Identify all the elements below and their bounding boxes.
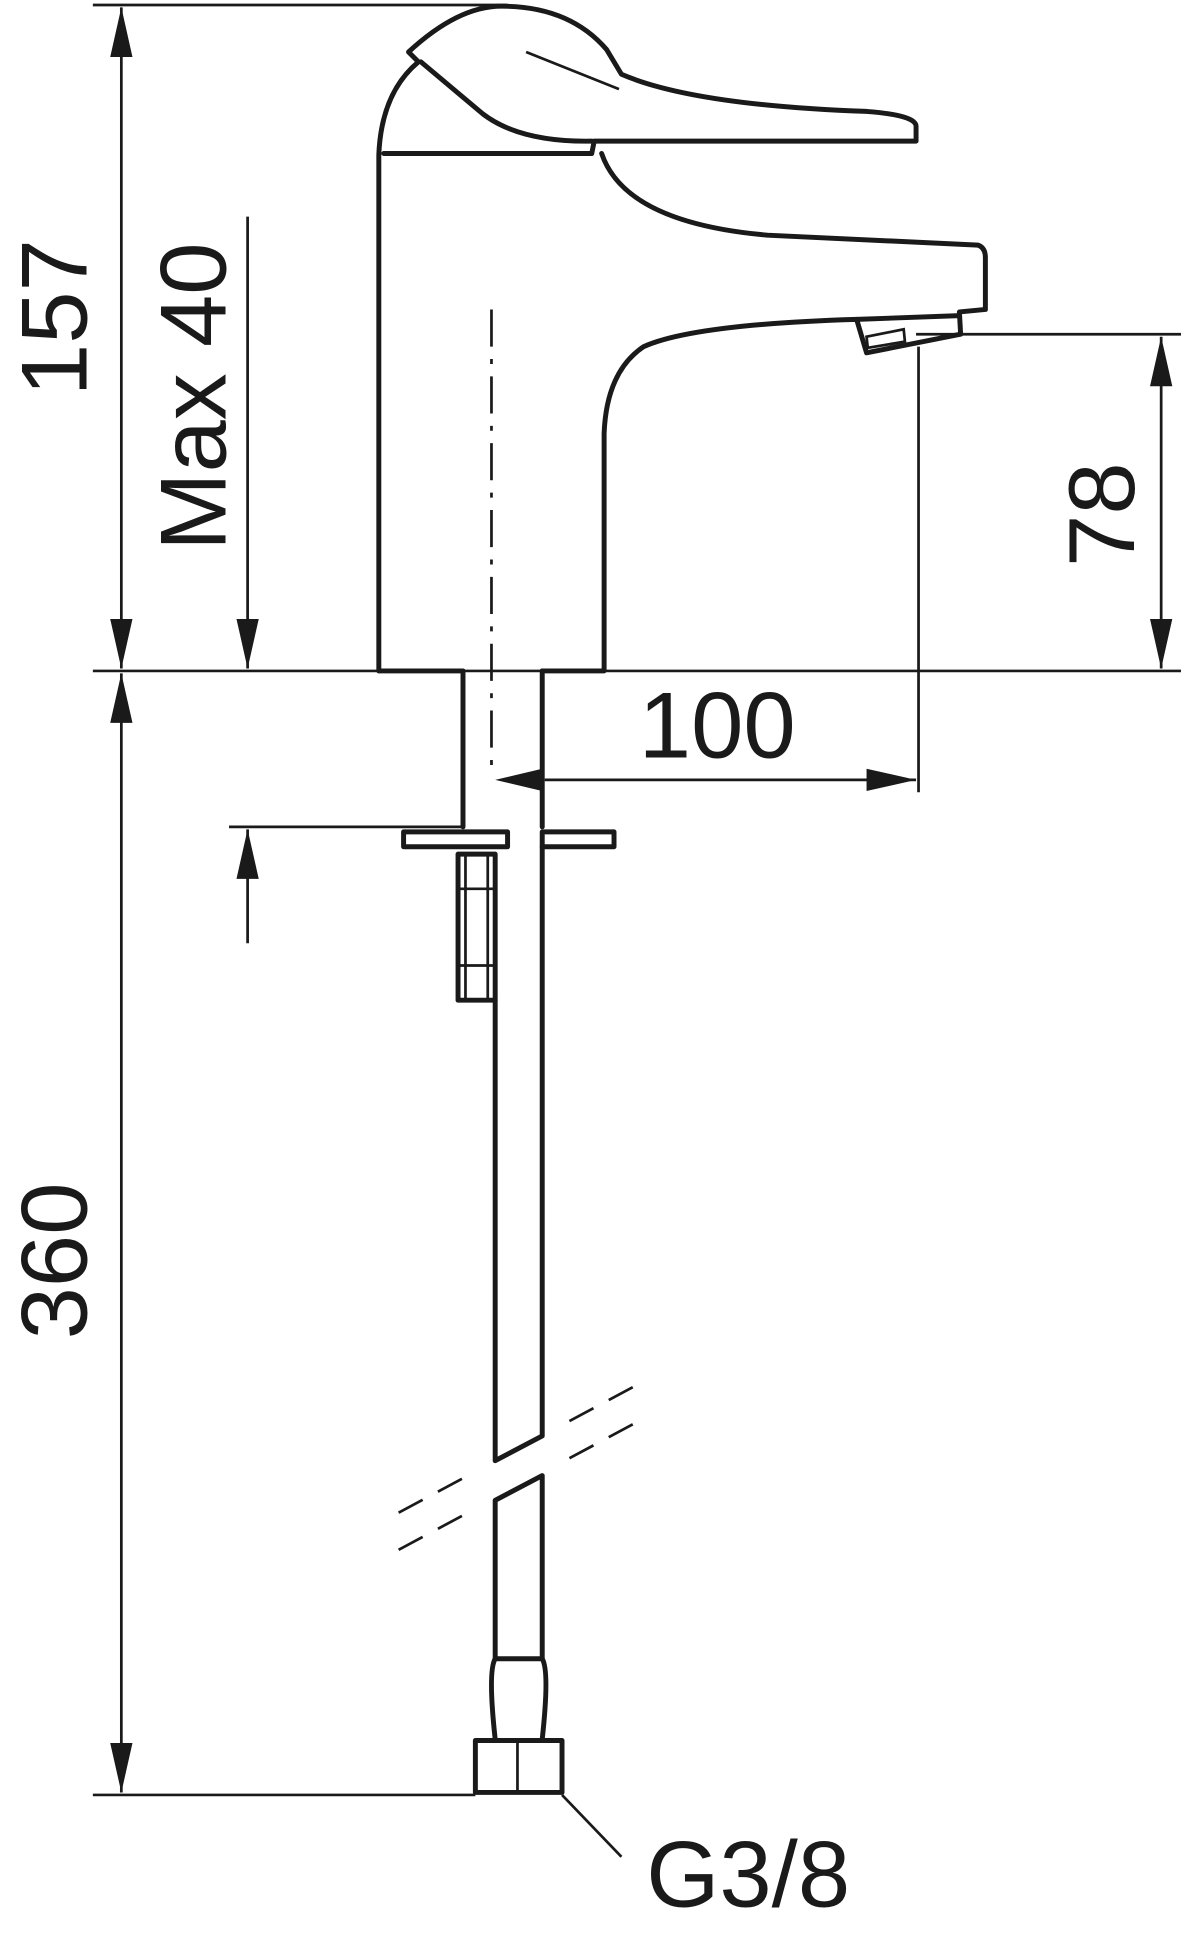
dim-spout-height: 78 xyxy=(1049,462,1154,567)
dim-hose-length: 360 xyxy=(2,1182,107,1339)
dim-spout-reach: 100 xyxy=(639,673,796,778)
dim-connection: G3/8 xyxy=(646,1821,850,1926)
dim-total-height: 157 xyxy=(2,239,107,396)
faucet-body xyxy=(376,3,988,1795)
dimension-lines xyxy=(92,3,1181,1858)
dim-max-thickness: Max 40 xyxy=(140,242,245,550)
